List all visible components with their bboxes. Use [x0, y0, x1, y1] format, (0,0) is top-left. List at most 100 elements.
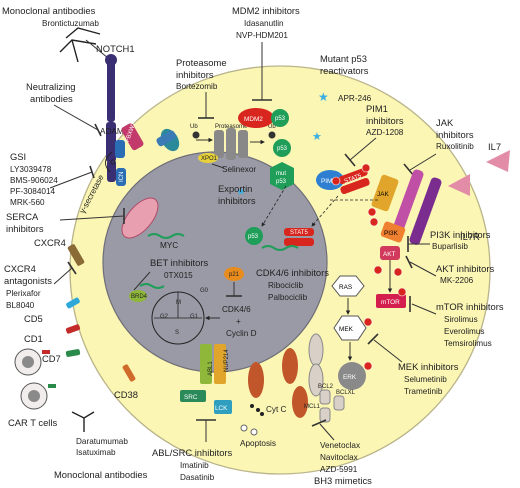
- myc-label: MYC: [160, 241, 178, 250]
- nucleus: [102, 151, 328, 373]
- il7-label: IL7: [488, 141, 501, 152]
- cycle-g0: G0: [200, 288, 209, 294]
- mtor-drug-1: Sirolimus: [444, 315, 478, 324]
- proteasome-title-2: inhibitors: [176, 69, 214, 80]
- star-icon-2: ★: [312, 131, 322, 143]
- mut-label: mut: [276, 171, 286, 177]
- pi3k-title: PI3K inhibitors: [430, 229, 491, 240]
- cd1-label: CD1: [24, 333, 43, 344]
- jak-drug: Ruxolitinib: [436, 142, 474, 151]
- erk-protein: [338, 362, 366, 390]
- cleavage-scissor-icon: [105, 151, 113, 173]
- pi3k-drug: Buparlisib: [432, 242, 468, 251]
- gsi-drug-4: MRK-560: [10, 198, 45, 207]
- nup214-label: NUP214: [224, 349, 230, 372]
- bcl2-label: BCL2: [318, 384, 334, 390]
- adam10-label: ADAM10: [100, 127, 133, 136]
- mek-drug-2: Trametinib: [404, 387, 443, 396]
- pi3k-protein: [380, 221, 406, 243]
- cd5-marker: [66, 297, 80, 309]
- mcl1-label: MCL1: [304, 404, 321, 410]
- mtor-label: mTOR: [381, 299, 400, 306]
- notch1-receptor: [105, 54, 117, 182]
- cdk-drug-2: Palbociclib: [268, 293, 308, 302]
- brd4-label: BRD4: [131, 294, 148, 300]
- mtor-drug-3: Temsirolimus: [444, 339, 492, 348]
- proteasome-title-1: Proteasome: [176, 57, 227, 68]
- cdk-title: CDK4/6 inhibitors: [256, 267, 329, 278]
- stat5-dimer-cyto: STAT5: [331, 163, 371, 195]
- mek-protein: [333, 315, 367, 341]
- pim1-label: PIM1: [321, 178, 336, 185]
- car-t-label: CAR T cells: [8, 417, 57, 428]
- ras-protein: [331, 275, 365, 297]
- abl1-label: ABL1: [208, 361, 214, 376]
- il7r-chain-2: [409, 177, 442, 245]
- cxcr4-label: CXCR4: [34, 237, 66, 248]
- mdm2-drug-2: NVP-HDM201: [236, 31, 288, 40]
- src-protein: [180, 390, 206, 402]
- mek-title: MEK inhibitors: [398, 361, 459, 372]
- jak-title-1: JAK: [436, 117, 454, 128]
- mut-p53-title-2: reactivators: [320, 65, 369, 76]
- mut-p53-drug: APR-246: [338, 94, 372, 103]
- src-label: SRC: [184, 394, 198, 401]
- mut-p53-protein: [270, 162, 294, 190]
- gsi-title: GSI: [10, 151, 26, 162]
- cd38-drug-1: Daratumumab: [76, 437, 128, 446]
- mdm2-label: MDM2: [244, 116, 263, 123]
- selinexor-label: Selinexor: [222, 165, 256, 174]
- plus-label: +: [236, 317, 241, 326]
- monoclonal-antibody-icon: [59, 27, 101, 63]
- bclxl-label: BCLXL: [336, 390, 356, 396]
- bh3-drug-1: Venetoclax: [320, 441, 360, 450]
- cxcr4-ant-title-1: CXCR4: [4, 263, 36, 274]
- pim1-drug: AZD-1208: [366, 128, 404, 137]
- star-icon-3: ★: [236, 186, 246, 198]
- ub-label-1: Ub: [190, 124, 198, 130]
- mtor-title: mTOR inhibitors: [436, 301, 504, 312]
- p53-cyto-label: p53: [275, 116, 286, 122]
- cell-cycle: [151, 291, 205, 345]
- erk-label: ERK: [343, 374, 357, 381]
- serca-er: [121, 197, 159, 239]
- cdk46-label: CDK4/6: [222, 305, 251, 314]
- cd38-label: CD38: [114, 389, 138, 400]
- pim1-title-1: PIM1: [366, 103, 388, 114]
- cycle-g2: G2: [160, 314, 169, 320]
- abl-src-drug-1: Imatinib: [180, 461, 209, 470]
- cycle-m: M: [176, 300, 181, 306]
- cyclin-d-label: Cyclin D: [226, 329, 257, 338]
- jak-label: JAK: [377, 191, 389, 198]
- stat5-nuclear-2: [284, 238, 314, 246]
- ub-label-2: Ub: [268, 124, 276, 130]
- proteasome-label: Proteasome: [215, 124, 248, 130]
- ras-label: RAS: [339, 284, 352, 291]
- p53-cyto-1: [271, 109, 289, 127]
- star-icon-1: ★: [318, 90, 329, 104]
- p53-nuclear: [245, 227, 263, 245]
- apoptosis-label: Apoptosis: [240, 439, 276, 448]
- mek-drug-1: Selumetinib: [404, 375, 447, 384]
- akt-drug: MK-2206: [440, 276, 474, 285]
- neutralizing-label-2: antibodies: [30, 93, 73, 104]
- il7-ligand-2: [448, 174, 470, 196]
- exportin-title-2: inhibitors: [218, 195, 256, 206]
- mab-bottom-title: Monoclonal antibodies: [54, 469, 148, 480]
- lck-label: LCK: [215, 405, 228, 412]
- mut-p53-label: p53: [276, 179, 287, 185]
- mut-p53-title-1: Mutant p53: [320, 53, 367, 64]
- p53-nuclear-label: p53: [248, 234, 259, 240]
- abl-src-title: ABL/SRC inhibitors: [152, 447, 233, 458]
- cycle-g1: G1: [190, 314, 199, 320]
- mdm2-protein: [238, 108, 274, 128]
- notch1-label: NOTCH1: [96, 43, 135, 54]
- exportin-title-1: Exportin: [218, 183, 252, 194]
- abl1-protein: [200, 344, 212, 384]
- bh3-drug-2: Navitoclax: [320, 453, 358, 462]
- mab-top-title: Monoclonal antibodies: [2, 5, 96, 16]
- cd38-marker: [122, 364, 136, 382]
- stat5-nuclear-label: STAT5: [290, 230, 308, 236]
- cd5-label: CD5: [24, 313, 43, 324]
- bcl2-family: [319, 389, 345, 423]
